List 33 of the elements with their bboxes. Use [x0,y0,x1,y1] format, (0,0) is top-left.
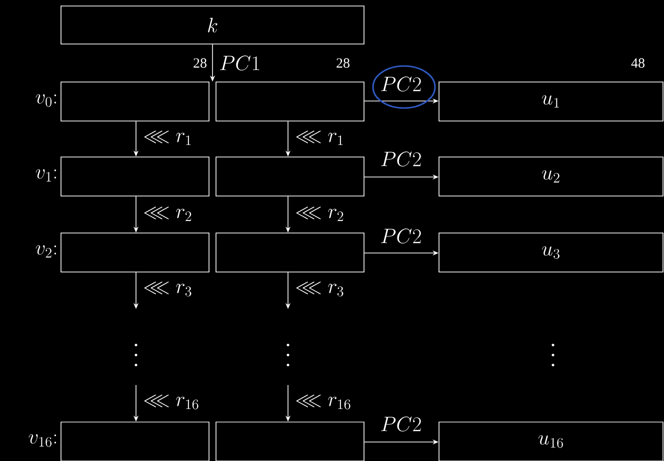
bit-width-label: 48 [631,58,644,68]
edge-label: $PC2$ [381,76,421,92]
edge-label: $\lll r_{1}$ [296,130,343,146]
bit-width-label: 28 [336,58,350,68]
edge-label: $\lll r_{2}$ [144,206,192,222]
subkey-box: $u_{16}$ [438,422,664,461]
register-box [216,82,364,122]
subkey-box: $u_{3}$ [438,232,664,272]
subkey-box: $u_{2}$ [438,156,664,196]
edge-label: $PC2$ [381,152,421,167]
edge-label: $\lll r_{16}$ [296,394,350,410]
register-label: $v_{2}{:}$ [36,245,56,258]
register-box [60,82,210,122]
edge-label: $PC2$ [381,416,421,432]
register-box [216,422,364,461]
register-box [216,232,364,272]
register-box [60,156,210,196]
key-box: $k$ [60,6,364,44]
edge-label: $PC1$ [220,55,260,71]
edge-label: $PC2$ [381,228,421,244]
register-label: $v_{1}{:}$ [36,169,56,182]
register-box [60,422,210,461]
edge-label: $\lll r_{2}$ [296,206,344,222]
edge-label: $\lll r_{3}$ [296,282,344,296]
edge-label: $\lll r_{16}$ [144,394,198,410]
register-box [216,156,364,196]
edge-label: $\lll r_{3}$ [144,282,192,296]
bit-width-label: 28 [194,58,206,68]
register-label: $v_{0}{:}$ [36,94,56,107]
register-label: $v_{16}{:}$ [28,434,56,447]
edge-label: $\lll r_{1}$ [144,130,191,146]
register-box [60,232,210,272]
subkey-box: $u_{1}$ [438,82,664,122]
